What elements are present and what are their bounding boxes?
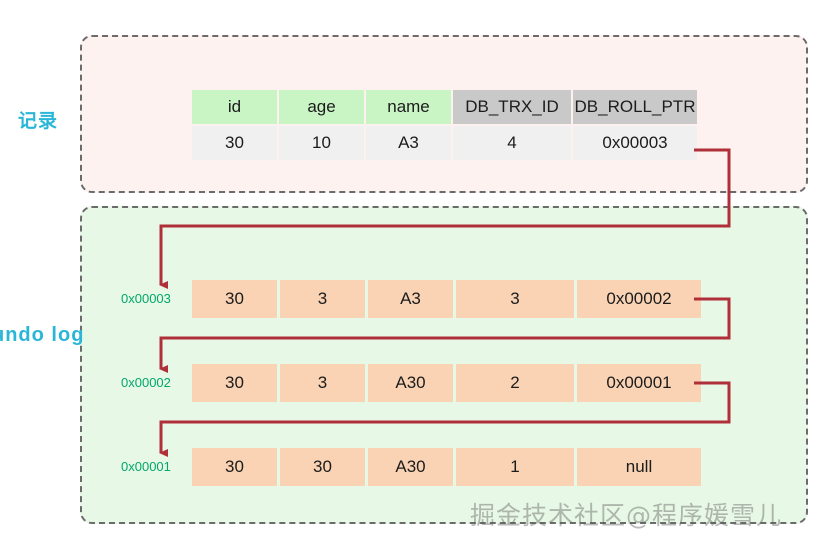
undo-cell-db-trx-id-2: 1	[456, 448, 574, 486]
watermark-text: 掘金技术社区@程序媛雪儿	[470, 501, 783, 530]
undo-address-label-1: 0x00002	[121, 375, 171, 390]
undo-cell-db-roll-ptr-0: 0x00002	[577, 280, 701, 318]
undo-address-label-0: 0x00003	[121, 291, 171, 306]
record-cell-db-trx-id: 4	[453, 126, 571, 160]
undo-address-label-2: 0x00001	[121, 459, 171, 474]
undo-cell-id-2: 30	[192, 448, 277, 486]
undo-cell-id-0: 30	[192, 280, 277, 318]
header-cell-age: age	[279, 90, 364, 124]
undo-log-row-0: 30 3 A3 3 0x00002	[192, 280, 701, 318]
header-cell-db-trx-id: DB_TRX_ID	[453, 90, 571, 124]
undo-cell-age-1: 3	[280, 364, 365, 402]
undo-cell-age-2: 30	[280, 448, 365, 486]
undo-cell-name-1: A30	[368, 364, 453, 402]
undo-cell-db-roll-ptr-1: 0x00001	[577, 364, 701, 402]
undo-log-row-1: 30 3 A30 2 0x00001	[192, 364, 701, 402]
record-cell-id: 30	[192, 126, 277, 160]
undo-cell-db-roll-ptr-2: null	[577, 448, 701, 486]
record-table-data-row: 30 10 A3 4 0x00003	[192, 126, 697, 160]
undo-cell-name-0: A3	[368, 280, 453, 318]
header-cell-id: id	[192, 90, 277, 124]
record-cell-age: 10	[279, 126, 364, 160]
record-section-label: 记录	[18, 111, 59, 132]
undo-log-row-2: 30 30 A30 1 null	[192, 448, 701, 486]
undo-cell-db-trx-id-0: 3	[456, 280, 574, 318]
header-cell-name: name	[366, 90, 451, 124]
undo-cell-age-0: 3	[280, 280, 365, 318]
undo-log-section-label: undo log	[0, 324, 85, 346]
header-cell-db-roll-ptr: DB_ROLL_PTR	[573, 90, 697, 124]
record-cell-db-roll-ptr: 0x00003	[573, 126, 697, 160]
undo-cell-db-trx-id-1: 2	[456, 364, 574, 402]
undo-cell-name-2: A30	[368, 448, 453, 486]
undo-cell-id-1: 30	[192, 364, 277, 402]
record-table: id age name DB_TRX_ID DB_ROLL_PTR 30 10 …	[192, 90, 697, 160]
record-cell-name: A3	[366, 126, 451, 160]
record-table-header-row: id age name DB_TRX_ID DB_ROLL_PTR	[192, 90, 697, 124]
